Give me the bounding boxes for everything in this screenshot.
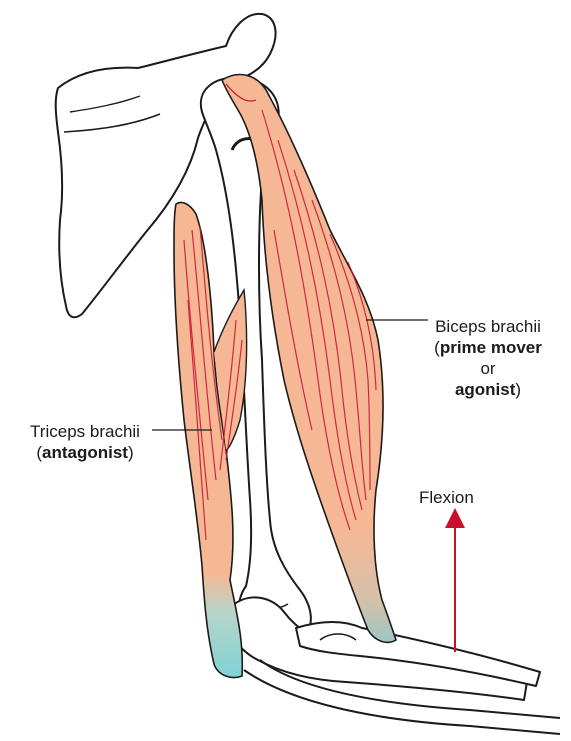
biceps-role-primary: prime mover: [440, 338, 542, 357]
biceps-close-paren: ): [515, 380, 521, 399]
forearm-bones: [229, 597, 560, 734]
triceps-close-paren: ): [128, 443, 134, 462]
biceps-connector: or: [432, 358, 544, 379]
flexion-label: Flexion: [419, 487, 474, 508]
triceps-name: Triceps brachii: [10, 421, 160, 442]
biceps-label: Biceps brachii (prime mover or agonist): [432, 316, 544, 400]
triceps-label: Triceps brachii (antagonist): [10, 421, 160, 463]
triceps-role: antagonist: [42, 443, 128, 462]
biceps-name: Biceps brachii: [432, 316, 544, 337]
biceps-role-secondary: agonist: [455, 380, 515, 399]
